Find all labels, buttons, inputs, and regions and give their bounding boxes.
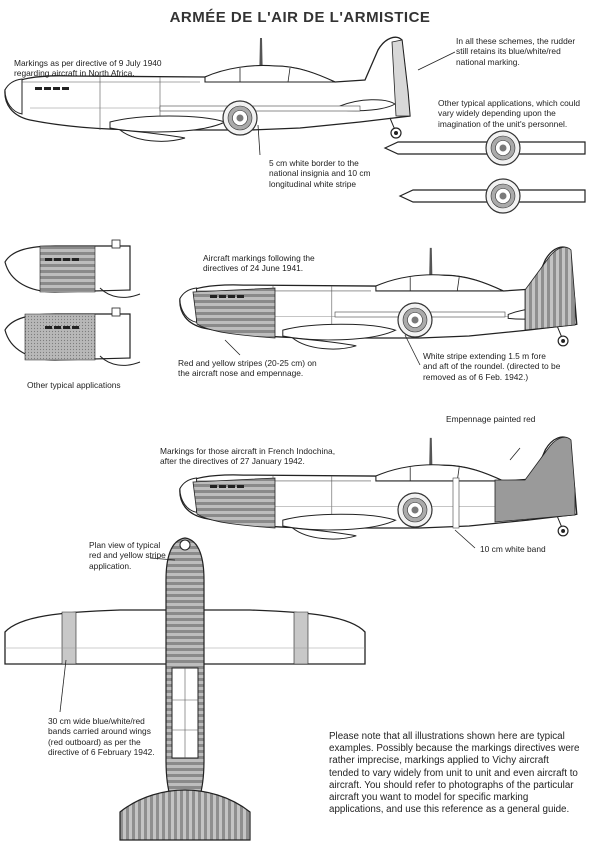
page-title: ARMÉE DE L'AIR DE L'ARMISTICE [169, 9, 431, 26]
leader-lines-2 [224, 334, 421, 366]
leader-lines-4 [59, 557, 176, 713]
caption-red-yellow-stripes: Red and yellow stripes (20-25 cm) on the… [178, 358, 317, 379]
caption-june-1941: Aircraft markings following the directiv… [203, 253, 315, 274]
caption-rudder: In all these schemes, the rudder still r… [456, 36, 576, 67]
aircraft-side-view-1940 [4, 36, 411, 142]
caption-wing-bands: 30 cm wide blue/white/red bands carried … [48, 716, 155, 758]
caption-other-typical: Other typical applications [27, 380, 121, 390]
aircraft-plan-view [4, 537, 366, 841]
caption-empennage-red: Empennage painted red [446, 414, 536, 424]
leader-lines-1 [257, 51, 456, 156]
aircraft-side-view-1941 [179, 246, 578, 350]
caption-white-border: 5 cm white border to the national insign… [269, 158, 371, 189]
caption-plan-view: Plan view of typical red and yellow stri… [89, 540, 166, 571]
wing-roundel-sketches [383, 130, 586, 214]
caption-north-africa: Markings as per directive of 9 July 1940… [14, 58, 162, 79]
general-note: Please note that all illustrations shown… [329, 731, 580, 816]
nose-view-variant-1 [4, 239, 141, 298]
caption-indochina: Markings for those aircraft in French In… [160, 446, 336, 467]
nose-view-variant-2 [4, 307, 141, 366]
aircraft-side-view-1942 [179, 436, 578, 540]
caption-other-applications: Other typical applications, which could … [438, 98, 580, 129]
caption-white-band: 10 cm white band [480, 544, 546, 554]
leader-lines-3 [454, 447, 521, 549]
caption-white-stripe: White stripe extending 1.5 m fore and af… [423, 351, 561, 382]
